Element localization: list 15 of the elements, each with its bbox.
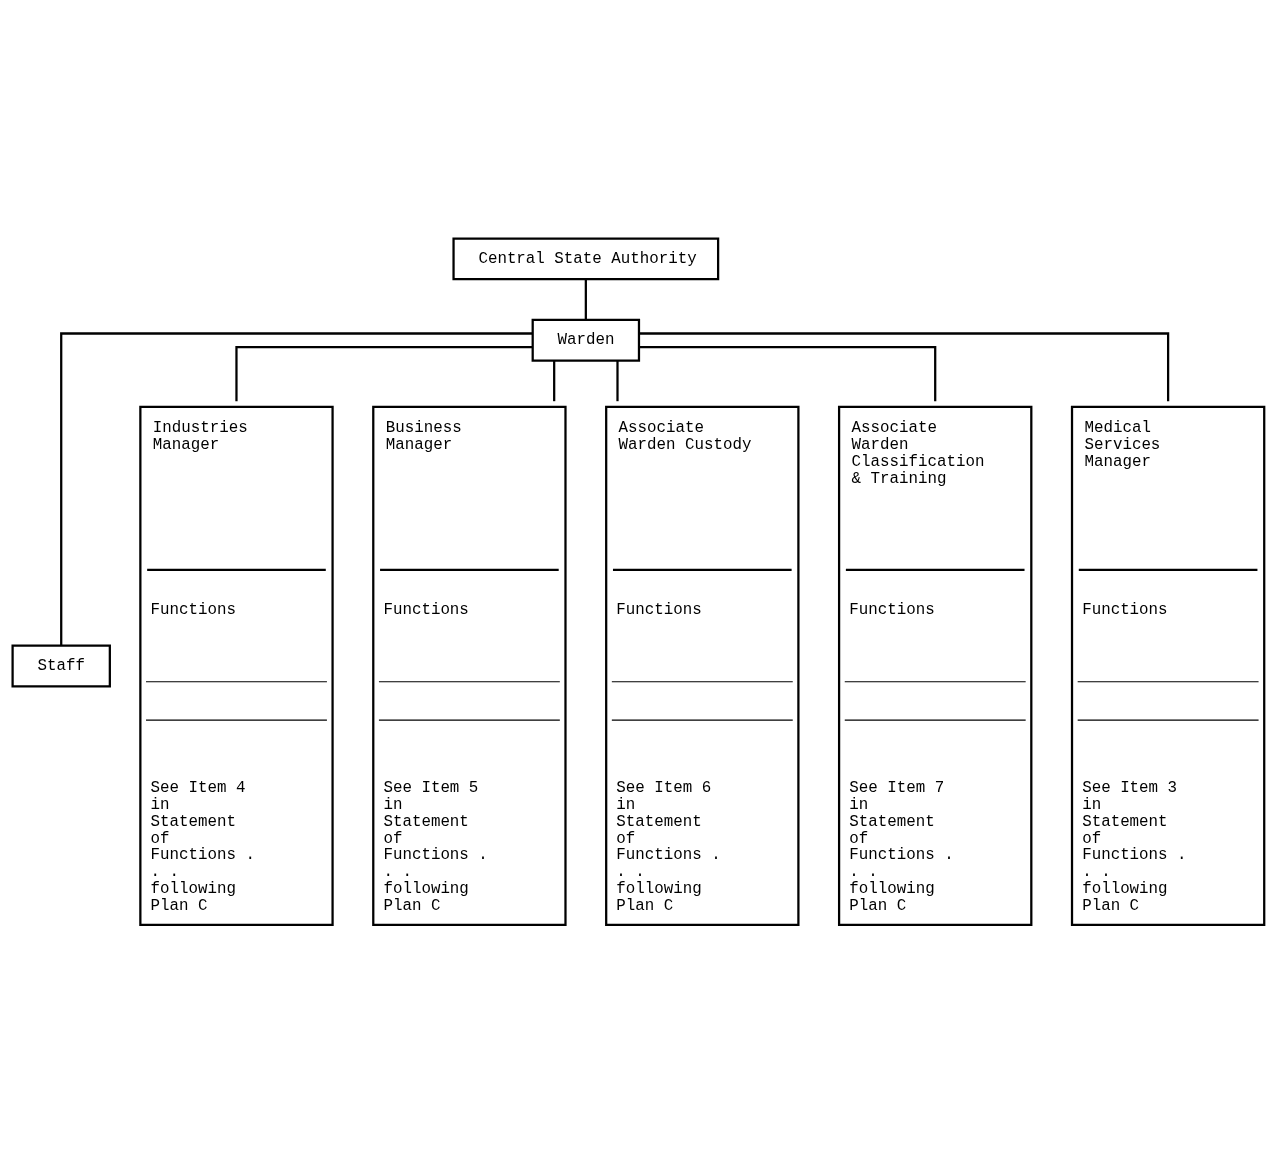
connector [639, 345, 937, 401]
connector [235, 345, 533, 401]
node-box: Associate Warden Custody Functions See Item 6 in Statement of Functions . . . following Plan C [605, 405, 800, 926]
connector [639, 331, 1170, 401]
node-box: Warden [531, 318, 641, 362]
node-box: Central State Authority [452, 236, 720, 280]
node-box: Staff [11, 643, 111, 687]
node-box: Associate Warden Classification & Training Functions See Item 7 in Statement of Functions . . . following Plan C [837, 405, 1033, 926]
connector [616, 360, 619, 401]
node-box: Medical Services Manager Functions See Item 3 in Statement of Functions . . . following Plan C [1070, 405, 1266, 926]
connector [553, 360, 556, 401]
connector [584, 278, 587, 319]
node-box: Industries Manager Functions See Item 4 in Statement of Functions . . . following Plan C [139, 405, 334, 926]
connector [60, 331, 533, 645]
node-box: Business Manager Functions See Item 5 in Statement of Functions . . . following Plan C [372, 405, 567, 926]
